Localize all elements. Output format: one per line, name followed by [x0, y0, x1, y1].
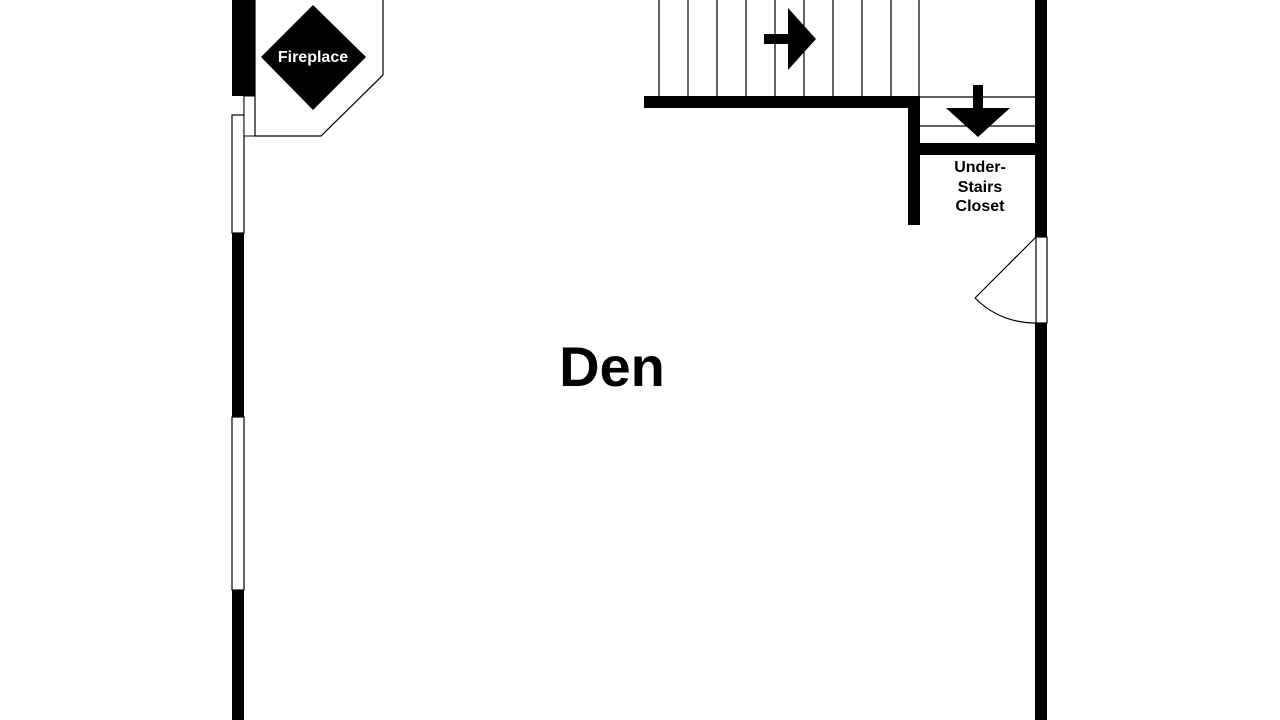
stair-wall — [644, 96, 920, 108]
closet-label-line2: Stairs — [958, 179, 1003, 196]
window-lower — [231, 416, 245, 591]
closet-wall-top — [908, 143, 1036, 155]
fireplace-icon — [261, 5, 366, 110]
closet-label-line3: Closet — [956, 198, 1006, 215]
left-wall-segment-bottom — [232, 590, 244, 720]
room-label-den: Den — [559, 335, 665, 398]
closet-wall-vertical — [908, 96, 920, 225]
right-wall-top — [1035, 0, 1047, 237]
window-upper — [231, 95, 256, 234]
right-wall-bottom — [1035, 323, 1047, 720]
left-wall-segment-2 — [232, 233, 244, 417]
left-wall-segment-top — [232, 0, 255, 96]
door — [974, 236, 1048, 324]
closet-label: Under- Stairs Closet — [954, 159, 1006, 215]
arrow-down-icon — [946, 85, 1010, 137]
closet-label-line1: Under- — [954, 159, 1006, 176]
fireplace-hearth — [254, 0, 384, 137]
fireplace-label: Fireplace — [278, 49, 348, 66]
left-wall — [232, 0, 255, 720]
arrow-right-icon — [764, 8, 816, 70]
